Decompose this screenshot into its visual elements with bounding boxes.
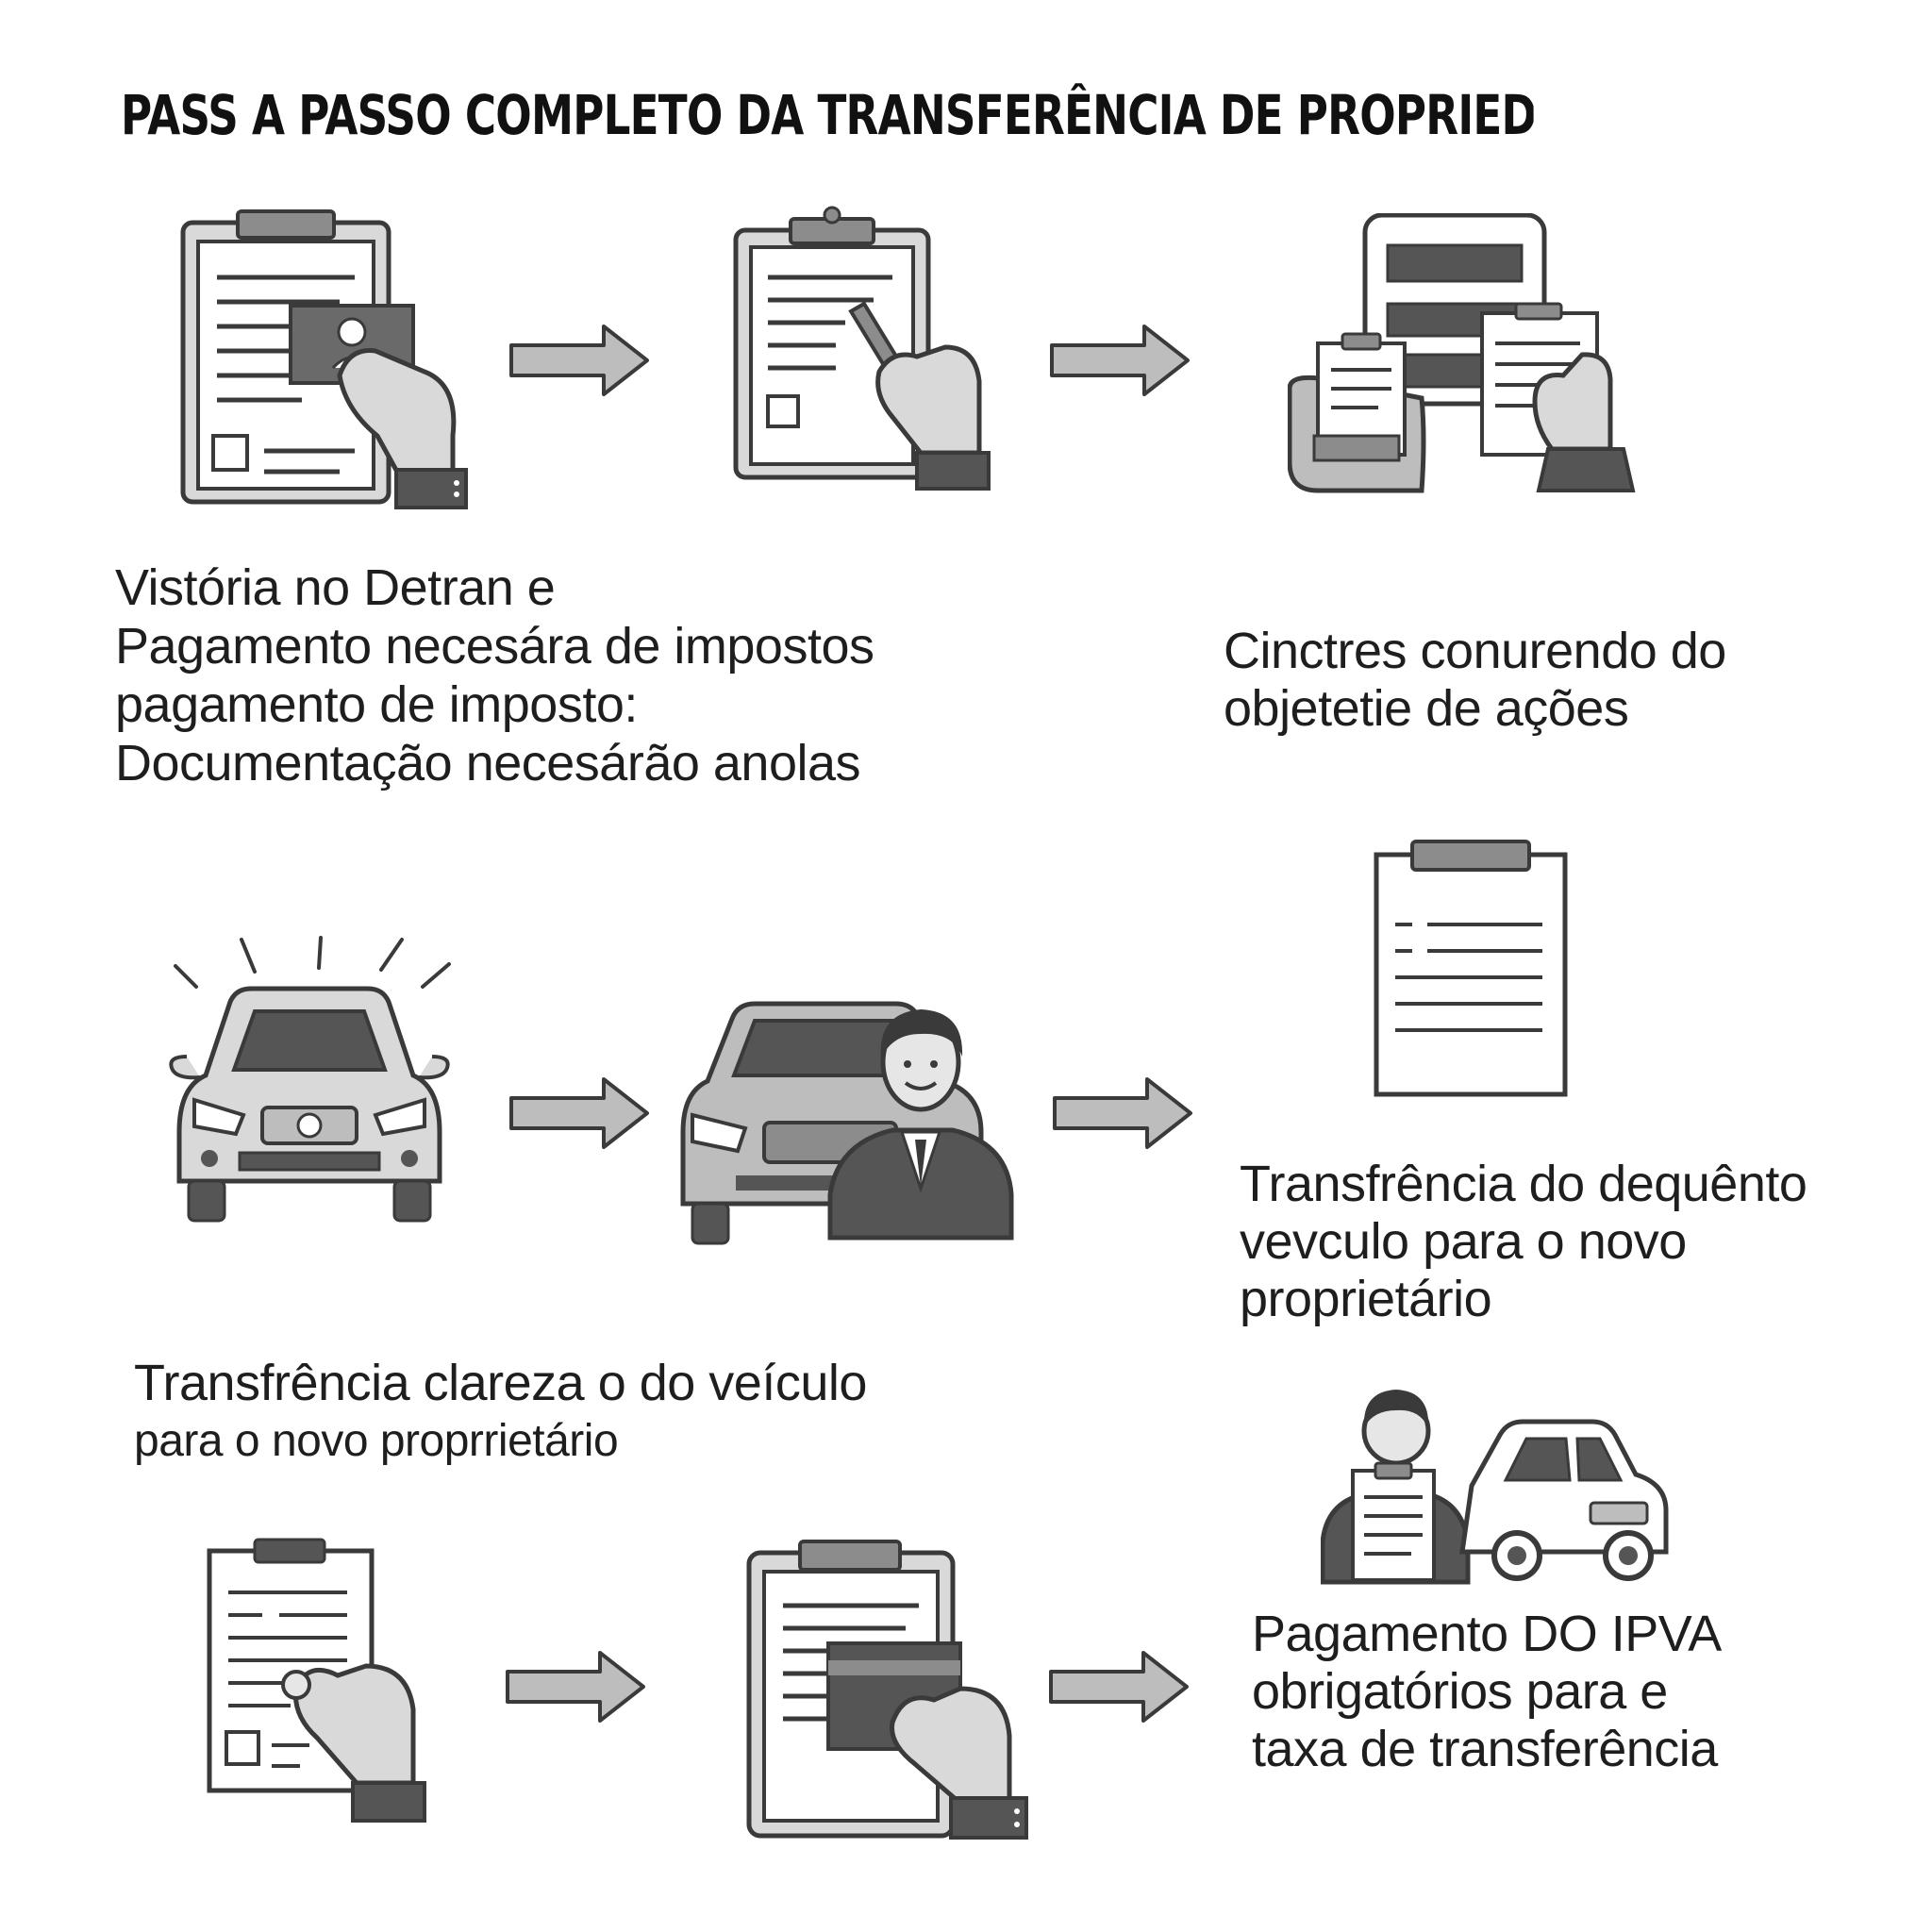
step-4-line-1: Transfrência clareza o do veículo: [134, 1355, 867, 1411]
clipboard-card-hand-icon: [746, 1540, 1028, 1840]
arrow-2: [1050, 323, 1191, 398]
step-3-text: Transfrência do dequênto vevculo para o …: [1240, 1156, 1807, 1328]
step-1-line-2: Pagamento necesára de impostos: [115, 618, 874, 675]
step-3-line-2: vevculo para o novo: [1240, 1213, 1687, 1270]
step-1-text: Vistória no Detran e Pagamento necesára …: [115, 558, 874, 792]
step-2-line-1: Cinctres conurendo do: [1224, 623, 1726, 679]
step-5-line-2: obrigatórios para e: [1252, 1663, 1668, 1720]
office-desk-documents-icon: [1288, 213, 1636, 493]
step-5-line-3: taxa de transferência: [1252, 1721, 1718, 1777]
person-with-car-icon: [1321, 1390, 1669, 1585]
step-1-line-3: pagamento de imposto:: [115, 676, 638, 733]
step-1-line-4: Documentação necesárão anolas: [115, 735, 861, 791]
clipboard-id-card-hand-icon: [180, 209, 468, 509]
clipboard-hand-stamp-icon: [207, 1538, 426, 1823]
document-icon: [1374, 840, 1568, 1097]
car-with-person-icon: [680, 1001, 1014, 1245]
page-title: PASS A PASSO COMPLETO DA TRANSFERÊNCIA D…: [121, 83, 1534, 147]
step-1-line-1: Vistória no Detran e: [115, 559, 556, 616]
arrow-6: [1049, 1649, 1191, 1724]
arrow-1: [509, 323, 651, 398]
arrow-3: [509, 1075, 651, 1151]
car-front-icon: [169, 936, 451, 1223]
step-5-line-1: Pagamento DO IPVA: [1252, 1606, 1722, 1662]
step-3-line-1: Transfrência do dequênto: [1240, 1156, 1807, 1212]
step-4-text: Transfrência clareza o do veículo para o…: [134, 1354, 867, 1471]
arrow-5: [506, 1649, 647, 1724]
step-3-line-3: proprietário: [1240, 1271, 1492, 1327]
arrow-4: [1053, 1075, 1194, 1151]
step-2-text: Cinctres conurendo do objetetie de ações: [1224, 623, 1726, 738]
step-2-line-2: objetetie de ações: [1224, 680, 1629, 737]
step-5-text: Pagamento DO IPVA obrigatórios para e ta…: [1252, 1606, 1722, 1778]
step-4-line-2: para o novo proprrietário: [134, 1416, 619, 1466]
clipboard-pen-sign-icon: [733, 206, 991, 491]
